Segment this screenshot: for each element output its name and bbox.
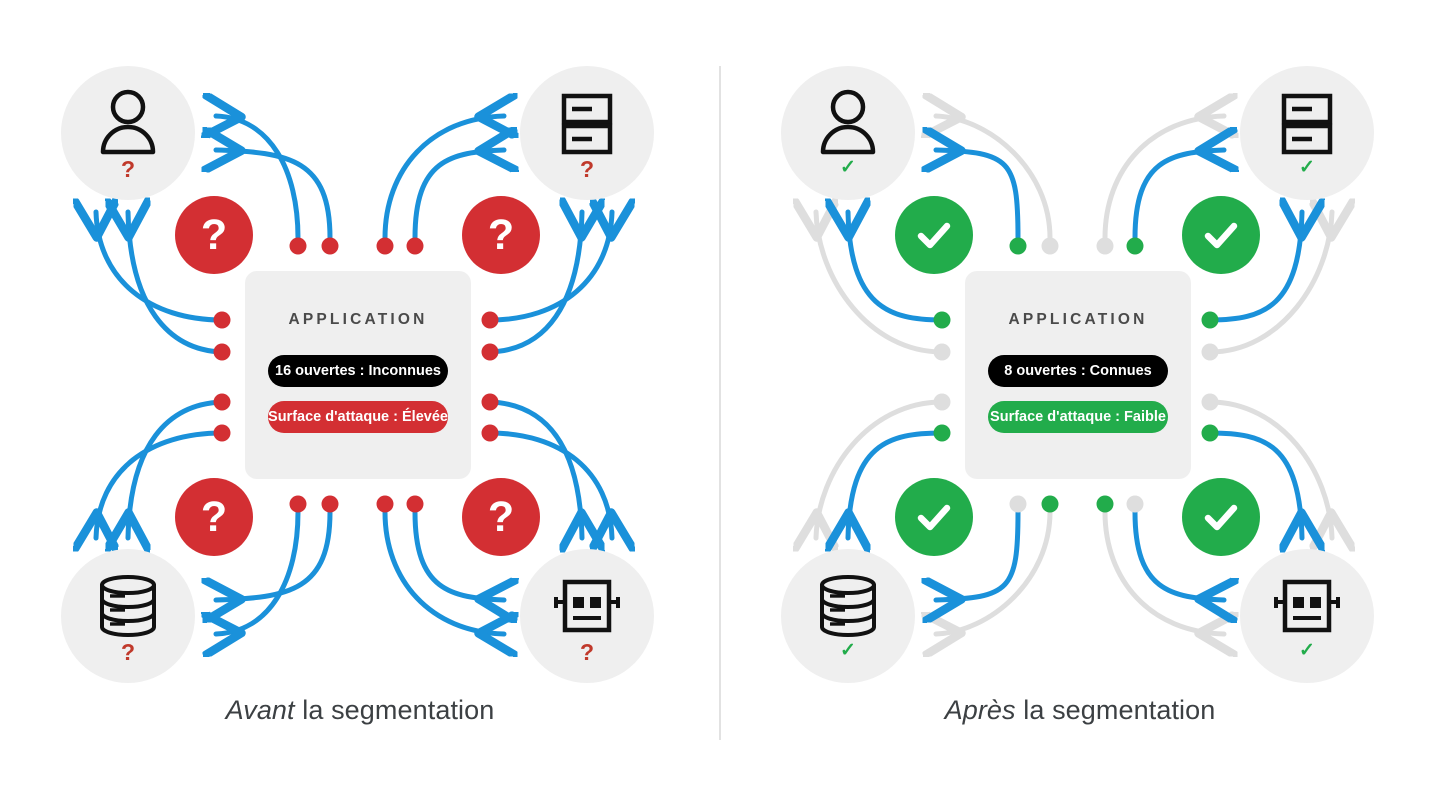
node-server-before: ? [520, 66, 654, 200]
open-ports-pill: 8 ouvertes : Connues [988, 355, 1168, 387]
server-icon [1281, 93, 1333, 155]
node-status-mark: ? [579, 639, 595, 665]
application-box-before: APPLICATION 16 ouvertes : Inconnues Surf… [245, 271, 471, 479]
user-icon [100, 89, 156, 155]
panel-after: ✓ ✓ ✓ [720, 0, 1440, 810]
application-box-after: APPLICATION 8 ouvertes : Connues Surface… [965, 271, 1191, 479]
flow-arrows-before [0, 0, 720, 810]
node-status-mark: ✓ [840, 640, 856, 661]
database-icon [100, 575, 156, 637]
panel-before: ? ? ? [0, 0, 720, 810]
badge-check-bottom-left [895, 478, 973, 556]
server-icon [561, 93, 613, 155]
node-status-mark: ? [120, 639, 136, 665]
badge-check-top-left [895, 196, 973, 274]
caption-after: Après la segmentation [720, 695, 1440, 726]
check-icon [917, 222, 951, 249]
panel-divider [719, 66, 721, 740]
attack-surface-pill: Surface d'attaque : Élevée [268, 401, 448, 433]
node-user-after: ✓ [781, 66, 915, 200]
check-icon [917, 504, 951, 531]
badge-question-top-right: ? [462, 196, 540, 274]
check-icon [1204, 504, 1238, 531]
node-status-mark: ? [120, 156, 136, 182]
attack-surface-pill: Surface d'attaque : Faible [988, 401, 1168, 433]
port-dots-before [213, 237, 499, 513]
node-status-mark: ✓ [1299, 640, 1315, 661]
badge-question-bottom-right: ? [462, 478, 540, 556]
open-ports-pill: 16 ouvertes : Inconnues [268, 355, 448, 387]
node-server-after: ✓ [1240, 66, 1374, 200]
caption-before: Avant la segmentation [0, 695, 720, 726]
node-user-before: ? [61, 66, 195, 200]
flow-arrows-after [720, 0, 1440, 810]
caption-rest: la segmentation [1015, 695, 1216, 725]
check-icon [1204, 222, 1238, 249]
node-database-before: ? [61, 549, 195, 683]
node-robot-after: ✓ [1240, 549, 1374, 683]
caption-emphasis: Après [944, 695, 1016, 725]
robot-icon [1274, 579, 1340, 633]
badge-question-top-left: ? [175, 196, 253, 274]
node-status-mark: ✓ [840, 157, 856, 178]
application-label: APPLICATION [288, 311, 428, 328]
database-icon [820, 575, 876, 637]
port-dots-after [933, 237, 1219, 513]
robot-icon [554, 579, 620, 633]
badge-check-top-right [1182, 196, 1260, 274]
badge-check-bottom-right [1182, 478, 1260, 556]
node-database-after: ✓ [781, 549, 915, 683]
badge-question-bottom-left: ? [175, 478, 253, 556]
active-flows [848, 150, 1302, 600]
caption-emphasis: Avant [225, 695, 295, 725]
user-icon [820, 89, 876, 155]
application-label: APPLICATION [1008, 311, 1148, 328]
caption-rest: la segmentation [294, 695, 495, 725]
node-status-mark: ? [579, 156, 595, 182]
inactive-flows [816, 116, 1332, 634]
node-status-mark: ✓ [1299, 157, 1315, 178]
node-robot-before: ? [520, 549, 654, 683]
